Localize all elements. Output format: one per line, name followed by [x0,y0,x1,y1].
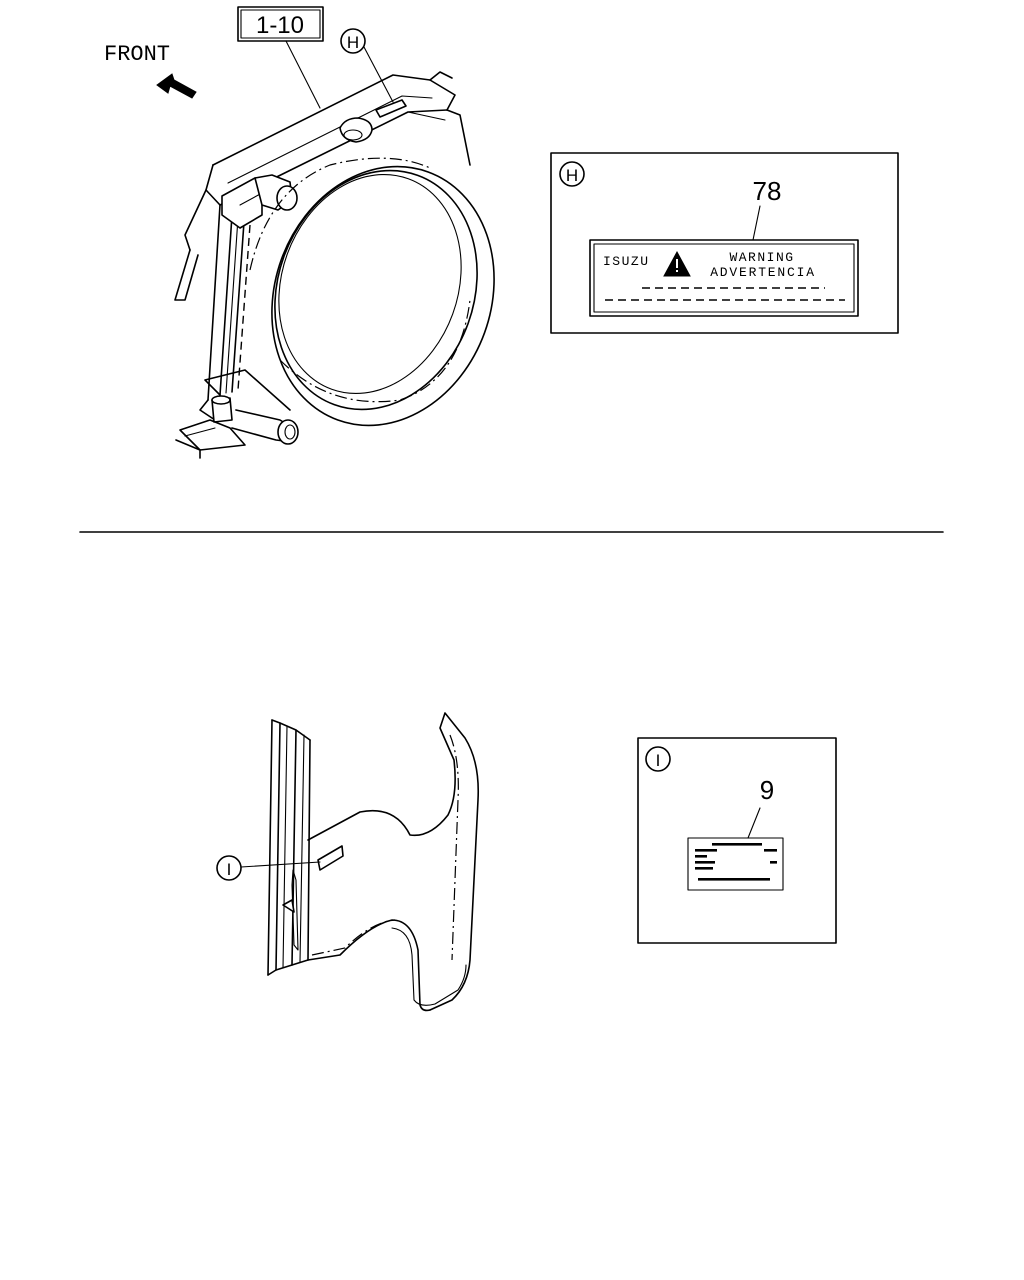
reference-code: 1-10 [256,12,304,39]
reference-box: 1-10 [237,6,324,42]
arrow-front-icon [156,73,197,99]
detail-box-h: H 78 ISUZU WARNING ADVERTENCIA [550,152,899,334]
warning-label-line2: ADVERTENCIA [710,265,816,280]
callout-i-bubble: I [216,855,242,881]
front-label: FRONT [104,42,170,67]
callout-h-letter: H [347,33,359,52]
callout-h-bubble: H [340,28,366,54]
speed-limiter-plate [687,837,784,891]
warning-triangle-icon [663,250,691,277]
warning-label: ISUZU WARNING ADVERTENCIA [589,239,859,317]
detail-h-letter: H [566,166,578,185]
part-number-9: 9 [760,775,774,805]
callout-i-letter: I [227,860,232,879]
warning-label-brand: ISUZU [603,254,650,269]
detail-h-callout: H [559,161,585,187]
part-number-78: 78 [753,176,782,206]
detail-box-i: I 9 [637,737,837,944]
warning-label-line1: WARNING [729,250,794,265]
detail-i-letter: I [656,751,661,770]
detail-i-callout: I [645,746,671,772]
fan-shroud-drawing [174,71,495,459]
door-panel-drawing [267,712,480,1012]
